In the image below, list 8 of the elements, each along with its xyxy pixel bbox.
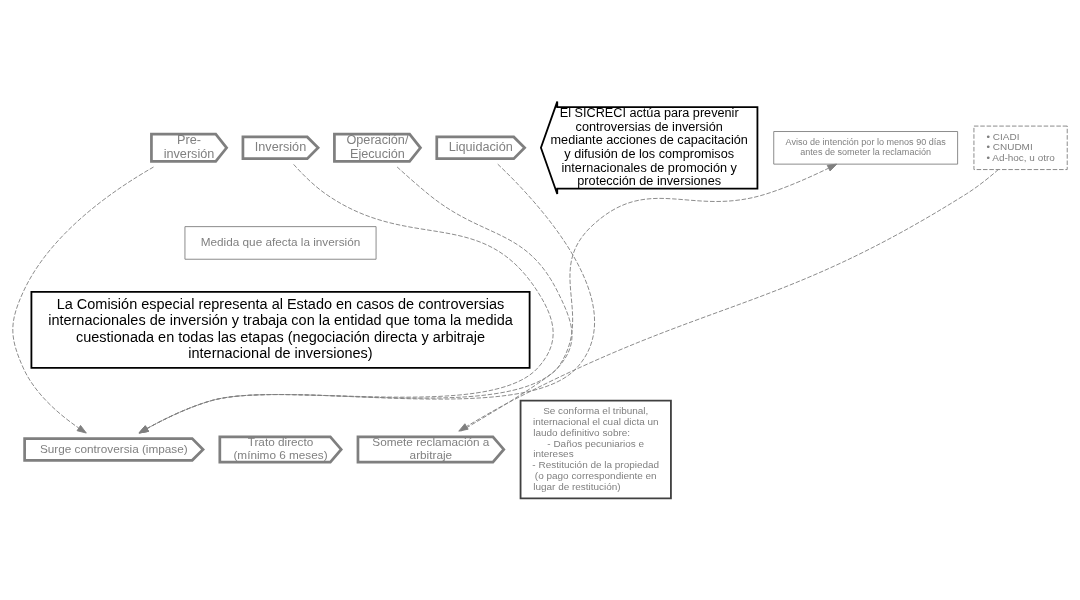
node-box: La Comisión especial representa al Estado en casos de controversias internacionales de inversión y trabaja con la entidad que toma la medida cuestionada en todas las etapas (negociación directa y arbitraje internacional de inversiones)	[30, 290, 531, 369]
node-box: Medida que afecta la inversión	[184, 226, 377, 260]
arrow	[460, 163, 838, 432]
node-box: Aviso de intención por lo menos 90 días antes de someter la reclamación	[773, 131, 959, 165]
arrow	[458, 169, 999, 432]
node-box: • CIADI • CNUDMI • Ad-hoc, u otro	[973, 125, 1068, 170]
node-box: Se conforma el tribunal, internacional el cual dicta un laudo definitivo sobre: - Daños pecuniarios e intereses - Restitución de la propiedad (o pago correspondiente en lugar de restitución)	[519, 399, 672, 500]
arrow	[12, 166, 154, 434]
